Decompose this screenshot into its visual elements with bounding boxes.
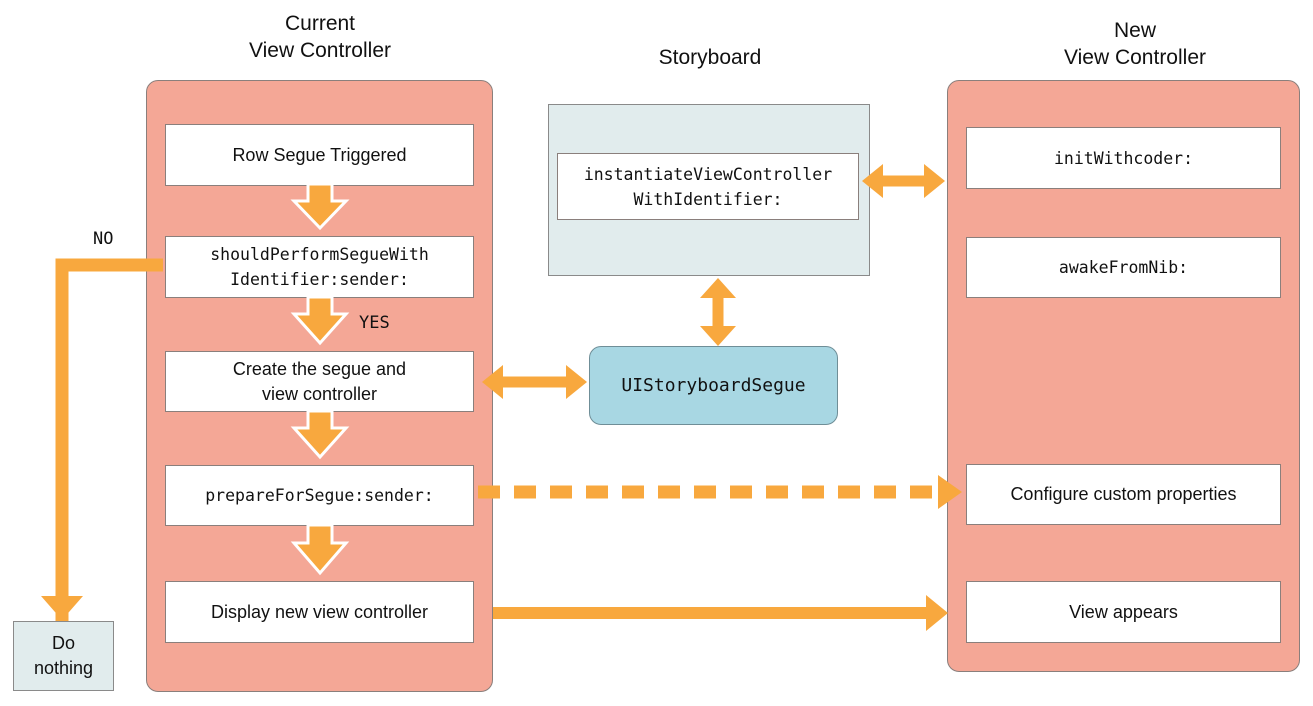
hollow-down-arrow <box>290 409 350 460</box>
no-path-arrow <box>55 258 163 621</box>
hollow-down-arrow <box>290 182 350 231</box>
do-nothing-box: Do nothing <box>13 621 114 691</box>
no-label: NO <box>93 229 114 249</box>
view-appears-box: View appears <box>966 581 1281 643</box>
arrowhead <box>926 595 948 631</box>
arrowhead <box>566 365 587 399</box>
display-new-view-controller-box: Display new view controller <box>165 581 474 643</box>
yes-label: YES <box>359 313 390 333</box>
hollow-down-arrow <box>290 523 350 576</box>
arrowhead <box>924 164 945 198</box>
no-path-arrowhead <box>41 596 83 620</box>
arrowhead <box>700 326 736 346</box>
current-view-controller-title: Current View Controller <box>248 12 391 62</box>
segue-label: UIStoryboardSegue <box>621 375 806 396</box>
instantiate-view-controller-box: instantiateViewController WithIdentifier… <box>557 153 859 220</box>
arrowhead <box>700 278 736 298</box>
should-perform-segue-box: shouldPerformSegueWith Identifier:sender… <box>165 236 474 298</box>
init-with-coder-box: initWithcoder: <box>966 127 1281 189</box>
prepare-for-segue-box: prepareForSegue:sender: <box>165 465 474 526</box>
arrowhead <box>482 365 503 399</box>
awake-from-nib-box: awakeFromNib: <box>966 237 1281 298</box>
row-segue-triggered-box: Row Segue Triggered <box>165 124 474 186</box>
ui-storyboard-segue-box: UIStoryboardSegue <box>589 346 838 425</box>
new-view-controller-title: New View Controller <box>1063 19 1206 69</box>
create-segue-box: Create the segue and view controller <box>165 351 474 412</box>
hollow-down-arrow <box>290 295 350 346</box>
configure-custom-properties-box: Configure custom properties <box>966 464 1281 525</box>
storyboard-title: Storyboard <box>658 46 762 69</box>
arrowhead <box>938 475 962 509</box>
arrowhead <box>862 164 883 198</box>
